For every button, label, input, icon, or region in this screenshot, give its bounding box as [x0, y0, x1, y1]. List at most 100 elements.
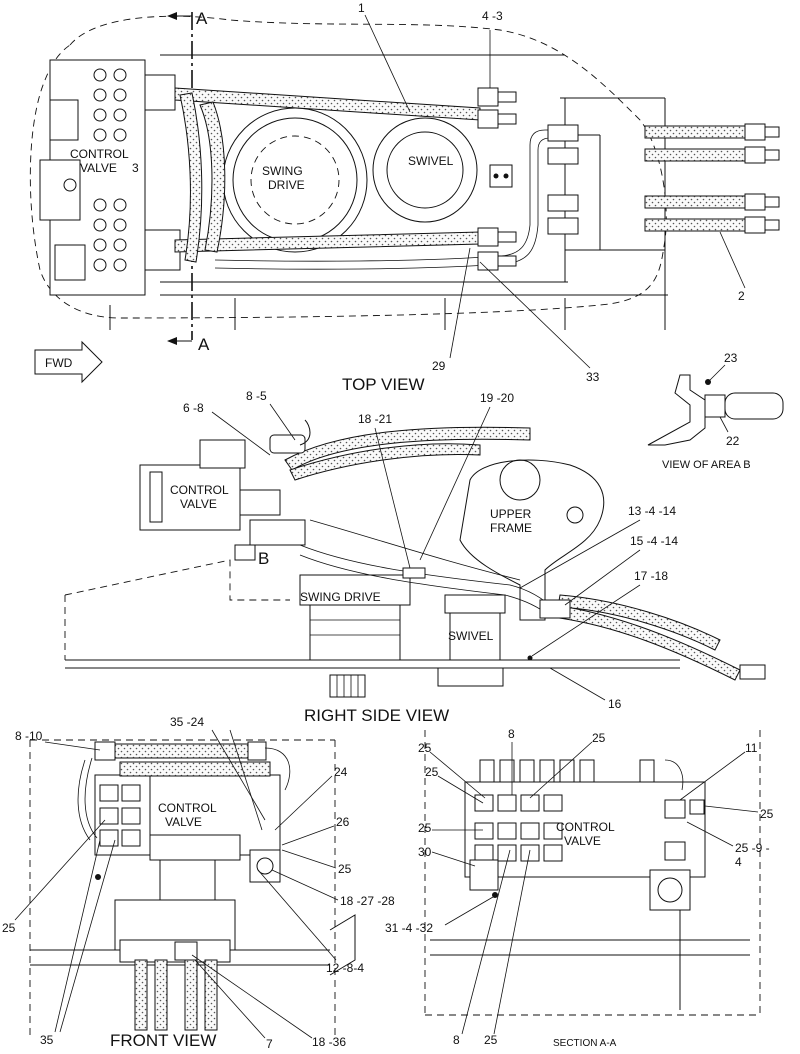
upper-frame-pin — [499, 459, 541, 501]
callout-15-4-14: 15 -4 -14 — [630, 534, 678, 548]
callout-19-20: 19 -20 — [480, 391, 514, 405]
callout-8-s-bottom: 8 — [453, 1033, 460, 1047]
swivel-body — [449, 612, 501, 661]
front-hose-end — [94, 741, 116, 761]
callout-2: 2 — [738, 289, 745, 303]
leader-23 — [709, 364, 726, 381]
callout-26: 26 — [336, 815, 350, 829]
fitting — [764, 219, 780, 231]
callout-4-3: 4 -3 — [482, 9, 503, 23]
callout-12-8-4: 12 -8-4 — [326, 961, 364, 975]
side-control-valve-label: CONTROL — [170, 483, 229, 497]
side-tube-13b — [299, 554, 551, 617]
hose-vertical — [199, 101, 226, 253]
callout-6-8: 6 -8 — [183, 401, 204, 415]
callout-17-18: 17 -18 — [634, 569, 668, 583]
swivel-block — [489, 164, 513, 188]
leader-8-5 — [269, 403, 296, 441]
callout-8-5: 8 -5 — [246, 389, 267, 403]
front-hose-8-10 — [109, 743, 251, 759]
callout-7: 7 — [266, 1037, 273, 1051]
valve-section — [54, 244, 86, 281]
side-outline — [64, 559, 290, 601]
side-tube-13 — [299, 544, 556, 611]
area-b-hose — [724, 392, 784, 420]
leader-25-s1 — [429, 751, 486, 799]
side-elbow — [269, 434, 306, 454]
front-valve-body — [159, 859, 216, 901]
leader-8-10 — [44, 741, 101, 751]
right-side-view: CONTROL VALVE UPPER FRAME SWING DRIVE SW… — [64, 389, 766, 725]
side-swivel-label: SWIVEL — [448, 629, 494, 643]
callout-30: 30 — [418, 845, 432, 859]
fitting-4-3 — [497, 91, 517, 103]
fitting — [497, 255, 517, 267]
leader-25-front — [281, 849, 337, 869]
area-b-bracket — [647, 374, 706, 446]
tube-right — [529, 129, 560, 225]
callout-35-24: 35 -24 — [170, 715, 204, 729]
leader-12-8-4 — [257, 869, 337, 961]
side-hose-19-20 — [284, 426, 531, 471]
side-fitting — [239, 489, 281, 516]
area-b-title: VIEW OF AREA B — [662, 459, 751, 471]
fitting — [497, 231, 517, 243]
leader-15-4-14 — [564, 549, 641, 606]
front-hose-vertical — [134, 959, 148, 1031]
side-control-valve-label: VALVE — [180, 497, 217, 511]
leader-33 — [479, 261, 591, 369]
callout-29: 29 — [432, 359, 446, 373]
area-b-fitting — [704, 394, 726, 418]
tube-33b — [214, 224, 539, 270]
top-view: A A — [29, 1, 780, 394]
leader-25-s2 — [437, 775, 484, 804]
leader-31-4-32 — [444, 896, 494, 926]
callout-25-s5: 25 — [418, 821, 432, 835]
clip-17-18 — [527, 655, 533, 661]
swing-drive-gear — [329, 674, 366, 698]
fitting — [744, 123, 766, 141]
callout-18-21: 18 -21 — [358, 412, 392, 426]
callout-11: 11 — [745, 741, 758, 755]
leader-35b — [59, 839, 116, 1033]
side-fitting — [234, 544, 256, 561]
side-valve-top — [199, 439, 246, 469]
leader-8-s-bottom — [461, 849, 511, 1035]
leader-24 — [274, 775, 333, 831]
side-view-title: RIGHT SIDE VIEW — [304, 706, 449, 725]
section-mark-bottom: A — [198, 335, 210, 354]
fitting — [547, 147, 579, 165]
front-view-title: FRONT VIEW — [110, 1031, 216, 1050]
fitting-4-3 — [477, 87, 499, 107]
swing-drive-top — [299, 574, 411, 606]
valve-section — [49, 99, 79, 141]
leader-30 — [431, 851, 476, 867]
leader-7 — [194, 959, 266, 1039]
front-bolt — [95, 874, 101, 880]
section-lower-block — [469, 859, 499, 891]
hose-2 — [644, 125, 746, 139]
section-control-valve-label: CONTROL — [556, 820, 615, 834]
swing-drive-label: DRIVE — [268, 178, 305, 192]
swing-drive-inner — [250, 135, 340, 225]
callout-25-9-4: 25 -9 - — [735, 841, 770, 855]
callout-25-left: 25 — [2, 921, 16, 935]
callout-24: 24 — [334, 765, 348, 779]
tube-33 — [214, 224, 531, 262]
leader-35-24 — [211, 729, 266, 821]
callout-8-10: 8 -10 — [15, 729, 43, 743]
fitting — [744, 216, 766, 234]
leader-18-27-28 — [271, 869, 339, 901]
side-swing-drive-label: SWING DRIVE — [300, 590, 381, 604]
front-control-valve-label: VALVE — [165, 815, 202, 829]
front-control-valve-label: CONTROL — [158, 801, 217, 815]
section-bolt — [492, 892, 498, 898]
leader-25-s3 — [529, 741, 593, 799]
clip-18-21 — [402, 567, 426, 579]
leader-35-24b — [229, 729, 263, 831]
swivel-ring — [386, 131, 464, 209]
front-view: CONTROL VALVE 8 -10 35 -24 24 26 25 18 -… — [2, 715, 395, 1051]
callout-25-s2: 25 — [425, 765, 439, 779]
swivel-base — [437, 667, 504, 687]
leader-25-s-bottom — [493, 849, 531, 1035]
